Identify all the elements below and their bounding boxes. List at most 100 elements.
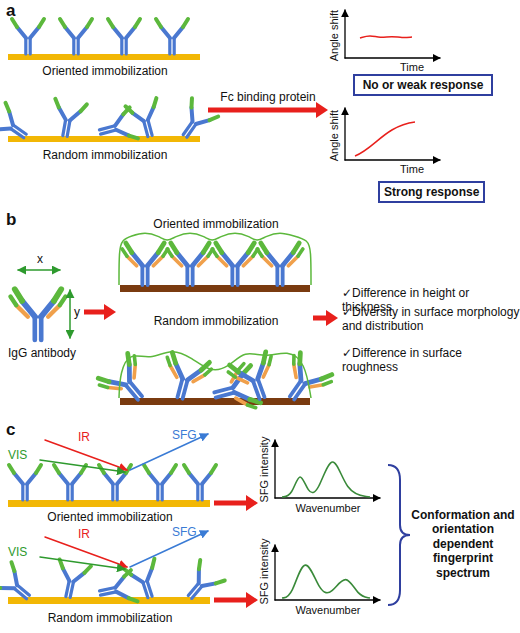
beam-label: SFG [172,525,206,539]
response-curve [360,36,412,38]
check-item: ✓Diversity in surface morphology and dis… [342,305,520,334]
vis-beam [40,557,125,569]
antibody-part [183,19,188,27]
antibody-part [196,115,210,129]
antibody-part [13,125,26,134]
antibody-symbol [0,103,34,149]
antibody-part [171,465,176,473]
antibody-part [230,363,239,374]
antibody-part [168,366,180,378]
antibody-part [216,243,222,253]
antibody-part [281,266,285,285]
block-arrow [214,495,258,511]
ir-beam [45,537,127,567]
antibody-part [184,465,189,473]
antibody-part [187,98,196,107]
antibody-part [59,473,68,484]
antibody-part [135,19,140,27]
antibody-part [67,121,70,137]
antibody-part [120,38,123,54]
antibody-part [10,297,16,306]
antibody-part [171,243,177,253]
antibody-part [235,374,247,386]
antibody-symbol [49,99,87,139]
antibody-part [111,484,114,500]
axis-label: Wavenumber [283,604,373,617]
antibody-part [162,473,171,484]
box-text: No or weak response [359,78,487,92]
antibody-part [217,256,227,266]
antibody-part [153,256,163,266]
antibody-symbol [0,562,38,609]
box-text: Strong response [384,185,479,199]
beam-label: VIS [8,545,40,559]
antibody-part [149,473,158,484]
axis-label: Wavenumber [283,502,373,515]
antibody-part [185,108,199,122]
antibody-part [192,569,206,583]
antibody-part [122,249,127,256]
axis-label: SFG intensity [258,425,271,515]
antibody-symbol [212,243,258,285]
axis-label: Time [392,61,432,74]
panel-letter: a [6,1,26,21]
antibody-part [77,38,80,54]
antibody-part [167,249,172,256]
vis-beam [40,460,125,472]
antibody-symbol [184,465,216,500]
dimension-arrow [18,269,60,271]
antibody-part [72,38,75,54]
antibody-part [12,19,17,27]
panel-label: Random immobilization [10,611,210,625]
antibody-part [60,297,66,306]
antibody-symbol [257,243,303,285]
antibody-part [125,38,128,54]
antibody-part [146,266,150,285]
antibody-part [60,19,65,27]
conclusion-text: Conformation and orientation dependent f… [407,508,519,580]
antibody-part [72,473,81,484]
antibody-part [216,393,235,398]
axis-line [274,545,275,600]
antibody-part [127,256,137,266]
antibody-part [202,578,216,592]
antibody-part [192,586,202,598]
axis-label: Angle shift [328,1,341,71]
antibody-symbol [158,352,213,404]
panel-letter: c [6,420,26,440]
spectrum-curve [282,565,370,598]
panel-label: Oriented immobilization [120,217,312,231]
antibody-symbol [54,465,86,500]
block-arrow [84,304,116,320]
axis-line [344,10,345,58]
antibody-part [203,243,209,253]
antibody-part [0,583,1,592]
antibody-part [260,352,269,363]
antibody-part [0,581,14,595]
antibody-part [70,582,73,598]
antibody-part [66,484,69,500]
antibody-part [187,124,196,137]
antibody-part [147,581,152,596]
axis-label: Time [392,163,432,176]
antibody-part [113,27,122,38]
antibody-part [156,484,159,500]
antibody-part [54,289,61,301]
antibody-part [196,484,199,500]
antibody-part [168,38,171,54]
antibody-part [15,289,22,301]
panel-label: Oriented immobilization [10,64,200,78]
antibody-part [193,372,205,384]
axis-label: SFG intensity [258,527,271,617]
antibody-part [295,353,305,364]
antibody-part [230,266,234,285]
antibody-part [108,19,113,27]
substrate-bar [8,500,210,507]
axis-line [345,159,440,160]
antibody-part [8,562,17,571]
antibody-part [216,577,225,586]
antibody-symbol [226,351,283,406]
antibody-part [156,19,161,27]
response-box: No or weak response [353,74,493,96]
